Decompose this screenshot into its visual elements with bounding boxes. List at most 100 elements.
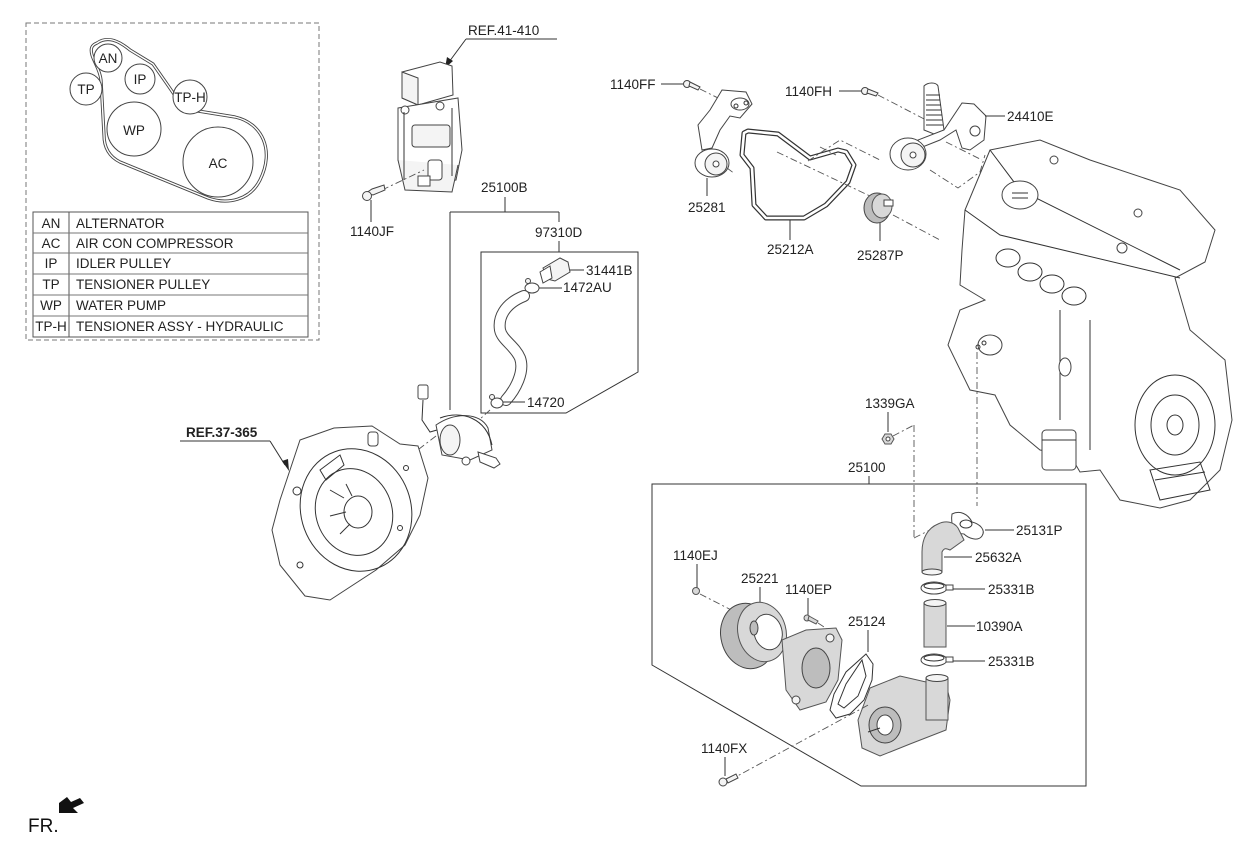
pulley-wp-label: WP	[123, 123, 145, 138]
clamp-icon[interactable]	[524, 278, 540, 294]
legend-row: AN ALTERNATOR	[42, 216, 165, 231]
legend-row: AC AIR CON COMPRESSOR	[42, 236, 234, 251]
alignment-line	[945, 141, 983, 161]
label-1140ep[interactable]: 1140EP	[785, 582, 832, 597]
label-97310d[interactable]: 97310D	[535, 225, 583, 240]
bolt-icon[interactable]	[683, 80, 701, 91]
legend-code: TP-H	[35, 319, 67, 334]
hose-clamp-icon[interactable]	[920, 653, 954, 667]
pulley-tp: TP	[69, 72, 103, 106]
pulley-tp-label: TP	[77, 82, 94, 97]
legend-code: AN	[42, 216, 61, 231]
label-25287p[interactable]: 25287P	[857, 248, 904, 263]
engine-block-icon[interactable]	[947, 139, 1233, 509]
legend-row: TP-H TENSIONER ASSY - HYDRAULIC	[35, 319, 284, 334]
bolt-icon[interactable]	[718, 773, 739, 787]
coolant-hose-icon[interactable]	[923, 599, 947, 648]
leader-arrow-icon	[282, 459, 289, 471]
label-24410e[interactable]: 24410E	[1007, 109, 1054, 124]
nut-icon[interactable]	[881, 433, 895, 445]
legend-code: WP	[40, 298, 62, 313]
label-1339ga[interactable]: 1339GA	[865, 396, 915, 411]
label-25281[interactable]: 25281	[688, 200, 726, 215]
label-1140fx[interactable]: 1140FX	[701, 741, 747, 756]
pulley-tp-h-label: TP-H	[174, 90, 206, 105]
idler-pulley-bracket-icon[interactable]	[694, 89, 753, 178]
legend-description: IDLER PULLEY	[76, 256, 171, 271]
pump-unit-icon[interactable]	[397, 61, 463, 193]
label-25100[interactable]: 25100	[848, 460, 886, 475]
hose-kit-box	[480, 251, 639, 414]
label-1140ej[interactable]: 1140EJ	[673, 548, 718, 563]
legend-code: TP	[42, 277, 59, 292]
alignment-line	[414, 435, 437, 453]
legend-description: ALTERNATOR	[76, 216, 165, 231]
legend-code: AC	[42, 236, 61, 251]
legend-description: AIR CON COMPRESSOR	[76, 236, 234, 251]
belt-layout-inset: AN TP IP TP-H WP AC	[25, 22, 320, 341]
label-25331b-lower[interactable]: 25331B	[988, 654, 1035, 669]
group-25100b: 25100B 97310D 31441B 1472AU 1472	[449, 180, 639, 431]
label-25632a[interactable]: 25632A	[975, 550, 1022, 565]
idler-pulley-icon[interactable]	[863, 192, 894, 224]
front-direction-arrow-icon	[59, 797, 84, 813]
transmission-housing-icon[interactable]	[271, 425, 429, 601]
bolt-1140fx: 1140FX	[701, 741, 747, 787]
ref-37-365-group: REF.37-365	[180, 425, 429, 601]
legend-row: TP TENSIONER PULLEY	[42, 277, 210, 292]
pulley-ac: AC	[182, 126, 254, 198]
pulley-an: AN	[93, 43, 123, 73]
legend-table: AN ALTERNATOR AC AIR CON COMPRESSOR IP I…	[32, 211, 309, 338]
ref-41-410-group: REF.41-410	[397, 23, 557, 193]
pulley-wp: WP	[106, 101, 162, 157]
front-label: FR.	[28, 816, 59, 837]
ref-37-365-label[interactable]: REF.37-365	[186, 425, 258, 440]
label-25212a[interactable]: 25212A	[767, 242, 814, 257]
connector-icon[interactable]	[539, 257, 571, 284]
water-pump-body-icon[interactable]	[781, 627, 843, 711]
legend-code: IP	[45, 256, 58, 271]
bolt-icon[interactable]	[861, 87, 879, 97]
pulley-ip: IP	[124, 63, 156, 95]
label-1140ff[interactable]: 1140FF	[610, 77, 656, 92]
ref-41-410-label[interactable]: REF.41-410	[468, 23, 539, 38]
hose-clamp-icon[interactable]	[920, 581, 954, 595]
label-25124[interactable]: 25124	[848, 614, 886, 629]
pulley-an-label: AN	[99, 51, 118, 66]
belt-drive-group: 1140FF 25281 25212A	[610, 77, 1054, 263]
label-1140fh[interactable]: 1140FH	[785, 84, 832, 99]
pulley-ac-label: AC	[209, 156, 228, 171]
label-31441b[interactable]: 31441B	[586, 263, 633, 278]
label-14720[interactable]: 14720	[527, 395, 565, 410]
legend-description: WATER PUMP	[76, 298, 166, 313]
assembly-box	[651, 483, 1087, 787]
label-25221[interactable]: 25221	[741, 571, 779, 586]
label-25131p[interactable]: 25131P	[1016, 523, 1063, 538]
legend-description: TENSIONER ASSY - HYDRAULIC	[76, 319, 284, 334]
nut-1339ga: 1339GA	[865, 396, 941, 539]
label-25331b-upper[interactable]: 25331B	[988, 582, 1035, 597]
bolt-icon[interactable]	[803, 614, 819, 625]
hydraulic-tensioner-icon[interactable]	[889, 82, 987, 171]
electric-pump-icon[interactable]	[417, 384, 501, 469]
water-pump-pulley-icon[interactable]	[713, 597, 793, 675]
legend-row: IP IDLER PULLEY	[45, 256, 172, 271]
inset-dashed-border	[25, 22, 320, 341]
pump-gasket-icon[interactable]	[829, 653, 874, 719]
bolt-icon[interactable]	[692, 587, 700, 595]
drive-belt-icon[interactable]	[739, 128, 857, 221]
label-1140jf[interactable]: 1140JF	[350, 224, 394, 239]
elbow-fitting-icon[interactable]	[921, 521, 965, 576]
label-1472au[interactable]: 1472AU	[563, 280, 612, 295]
bolt-icon[interactable]	[362, 184, 386, 201]
clamp-icon[interactable]	[489, 394, 504, 409]
legend-row: WP WATER PUMP	[40, 298, 166, 313]
group-25100: 25100 25131P 25632A 25331B	[651, 460, 1087, 787]
bolt-1140jf: 1140JF	[350, 169, 425, 239]
front-orientation-marker: FR.	[28, 797, 84, 837]
pulley-ip-label: IP	[134, 72, 147, 87]
label-25100b[interactable]: 25100B	[481, 180, 528, 195]
thermostat-housing-icon[interactable]	[857, 674, 951, 757]
label-10390a[interactable]: 10390A	[976, 619, 1023, 634]
